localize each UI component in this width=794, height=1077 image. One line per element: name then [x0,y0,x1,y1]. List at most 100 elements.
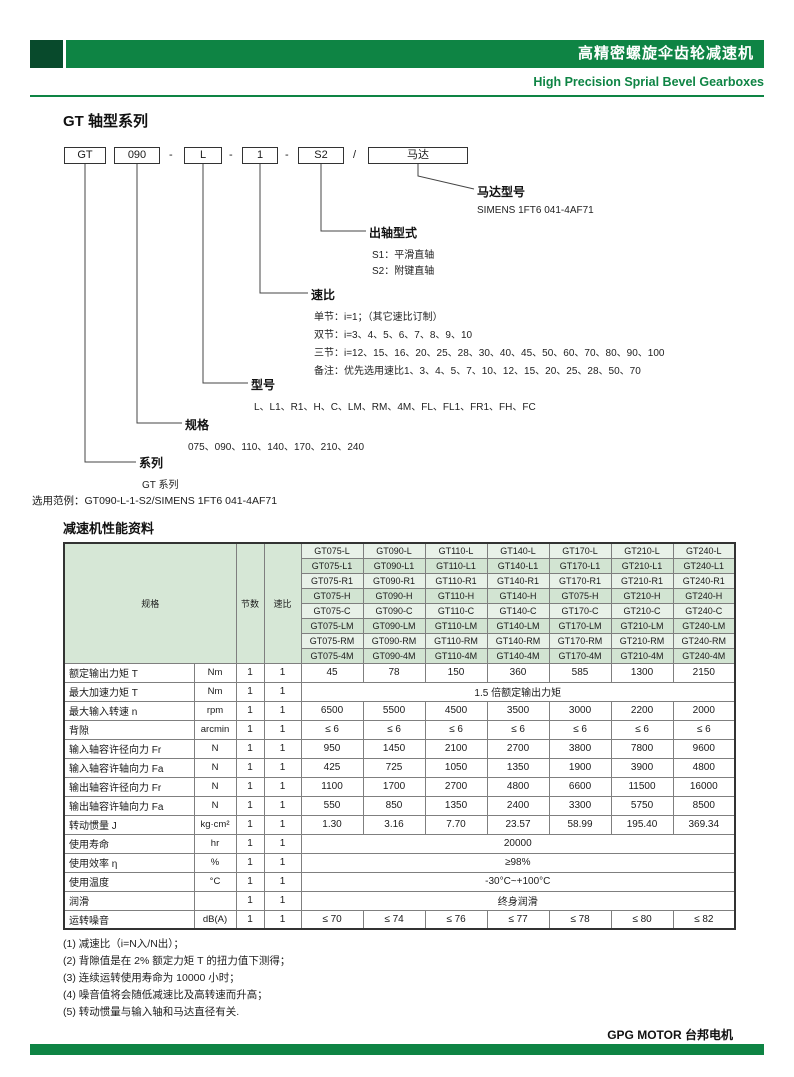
spec-row-unit: rpm [193,700,237,721]
model-name-cell: GT090-RM [362,632,426,649]
model-name-cell: GT170-RM [548,632,612,649]
ratio-double-stage: 双节：i=3、4、5、6、7、8、9、10 [314,330,473,341]
connector-series-line [84,164,136,463]
spec-row-unit: dB(A) [193,909,237,930]
model-name-cell: GT110-H [424,587,488,604]
spec-row-ratio: 1 [263,814,302,835]
model-name-cell: GT240-L1 [672,557,736,574]
spec-row-sections: 1 [235,662,265,683]
col-header-sections: 节数 [235,542,265,664]
spec-value-cell: 1450 [362,738,426,759]
spec-row-unit: Nm [193,662,237,683]
model-name-cell: GT090-4M [362,647,426,664]
spec-row-sections: 1 [235,852,265,873]
model-name-cell: GT240-RM [672,632,736,649]
spec-value-cell: 3300 [548,795,612,816]
spec-value-cell: 2000 [672,700,736,721]
spec-value-cell: 195.40 [610,814,674,835]
spec-value-cell: 425 [300,757,364,778]
spec-row-label: 运转噪音 [63,909,195,930]
header-title-en: High Precision Sprial Bevel Gearboxes [533,75,764,89]
spec-row-label: 输出轴容许轴向力 Fa [63,795,195,816]
ratio-label: 速比 [311,288,336,302]
size-label: 规格 [185,418,210,432]
spec-value-cell: 150 [424,662,488,683]
spec-value-cell: 1300 [610,662,674,683]
spec-value-cell: ≤ 77 [486,909,550,930]
connector-motor-line [417,164,475,190]
connector-size-line [136,164,182,424]
spec-value-cell: 5750 [610,795,674,816]
spec-value-cell: 725 [362,757,426,778]
motor-type-desc: SIMENS 1FT6 041-4AF71 [477,205,594,216]
ratio-triple-stage: 三节：i=12、15、16、20、25、28、30、40、45、50、60、70… [314,348,665,359]
spec-row-sections: 1 [235,738,265,759]
footnote-1: (1) 减速比（i=N入/N出）； [63,938,185,950]
model-name-cell: GT075-4M [300,647,364,664]
spec-row-ratio: 1 [263,871,302,892]
spec-row-sections: 1 [235,681,265,702]
code-box-shaft: S2 [298,147,344,164]
footer-accent-bar [30,1044,764,1055]
model-name-cell: GT240-4M [672,647,736,664]
model-name-cell: GT170-L [548,542,612,559]
footnote-4: (4) 噪音值将会随低减速比及高转速而升高； [63,989,268,1001]
spec-row-label: 使用效率 η [63,852,195,873]
connector-model-line [202,164,248,384]
model-name-cell: GT240-C [672,602,736,619]
model-name-cell: GT140-L [486,542,550,559]
spec-value-cell: 7800 [610,738,674,759]
spec-value-cell: ≤ 78 [548,909,612,930]
code-box-size: 090 [114,147,160,164]
spec-row-ratio: 1 [263,890,302,911]
spec-row-sections: 1 [235,814,265,835]
code-box-ratio: 1 [242,147,278,164]
spec-value-cell: 3000 [548,700,612,721]
spec-row-label: 转动惯量 J [63,814,195,835]
footnote-2: (2) 背隙值是在 2% 额定力矩 T 的扭力值下测得； [63,955,291,967]
model-name-cell: GT240-LM [672,617,736,634]
spec-row-unit: N [193,757,237,778]
col-header-ratio: 速比 [263,542,302,664]
spec-value-cell: 3500 [486,700,550,721]
ratio-single-stage: 单节：i=1；（其它速比订制） [314,312,443,323]
spec-row-ratio: 1 [263,852,302,873]
model-name-cell: GT090-H [362,587,426,604]
model-name-cell: GT110-C [424,602,488,619]
spec-value-cell: ≤ 74 [362,909,426,930]
model-name-cell: GT140-L1 [486,557,550,574]
spec-value-cell: 950 [300,738,364,759]
spec-value-cell: 4800 [486,776,550,797]
model-name-cell: GT110-4M [424,647,488,664]
model-name-cell: GT110-L [424,542,488,559]
spec-value-cell: 6600 [548,776,612,797]
spec-row-unit: °C [193,871,237,892]
spec-value-cell: ≤ 82 [672,909,736,930]
spec-row-sections: 1 [235,757,265,778]
ratio-note: 备注：优先选用速比1、3、4、5、7、10、12、15、20、25、28、50、… [314,366,641,377]
model-name-cell: GT170-C [548,602,612,619]
spec-row-unit: Nm [193,681,237,702]
spec-row-label: 最大加速力矩 T [63,681,195,702]
corner-accent-block [30,40,63,68]
spec-row-unit: N [193,795,237,816]
spec-row-ratio: 1 [263,700,302,721]
spec-value-cell: 1050 [424,757,488,778]
shaft-type-label: 出轴型式 [369,226,418,240]
spec-row-merged-value: ≥98% [300,852,736,873]
connector-shaft-line [320,164,366,232]
model-name-cell: GT075-H [548,587,612,604]
spec-row-merged-value: 1.5 倍额定输出力矩 [300,681,736,702]
spec-value-cell: 850 [362,795,426,816]
model-name-cell: GT210-L1 [610,557,674,574]
spec-row-sections: 1 [235,833,265,854]
model-name-cell: GT210-LM [610,617,674,634]
spec-row-label: 使用温度 [63,871,195,892]
model-label: 型号 [251,378,276,392]
spec-value-cell: 1700 [362,776,426,797]
model-name-cell: GT240-L [672,542,736,559]
spec-row-label: 输入轴容许轴向力 Fa [63,757,195,778]
